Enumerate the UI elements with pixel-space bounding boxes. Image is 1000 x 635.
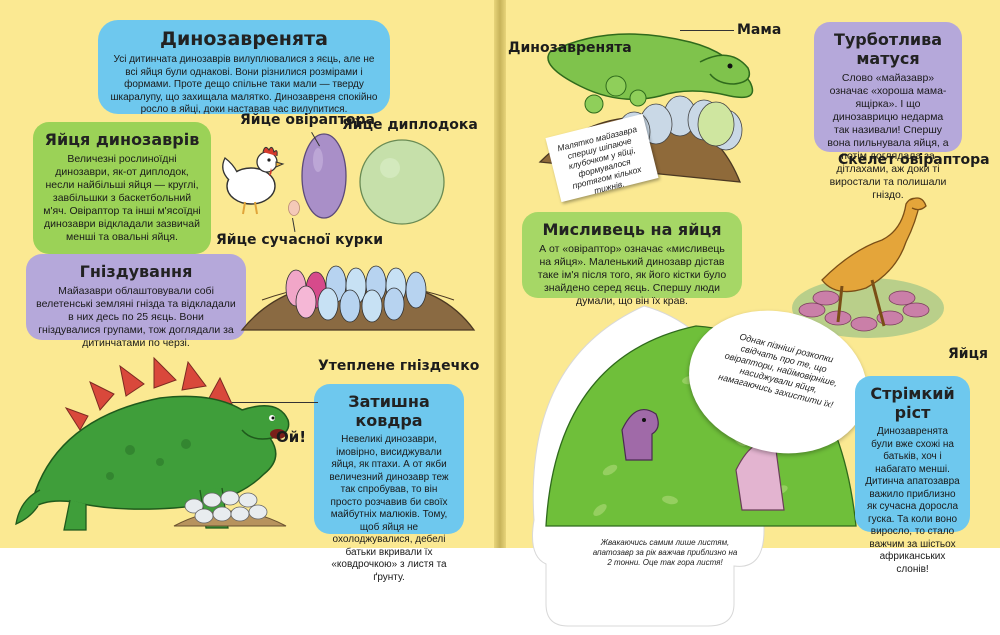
label-oi: Ой! (276, 428, 307, 446)
oviraptor-egg (301, 133, 347, 219)
intro-text: Усі дитинчата динозаврів вилуплювалися з… (110, 54, 378, 115)
nest-illustration (240, 265, 476, 331)
note-nest-text: Малятко майазавра спершу шіпаюче клубочк… (556, 123, 643, 196)
hunter-text: А от «овіраптор» означає «мисливець на я… (537, 243, 727, 307)
blanket-text: Невеликі динозаври, імовірно, висиджувал… (329, 434, 449, 583)
chicken-egg (288, 200, 300, 216)
label-oviraptor-egg: Яйце овіраптора (240, 112, 375, 128)
label-warm-nest: Утеплене гніздечко (318, 358, 480, 374)
hunter-title: Мисливець на яйця (542, 220, 722, 239)
label-mama: Мама (737, 22, 782, 38)
eggs-text: Величезні рослиноїдні динозаври, як-от д… (43, 153, 201, 243)
intro-box: Динозавренята Усі дитинчата динозаврів в… (98, 20, 390, 115)
growth-box: Стрімкий ріст Динозавренята були вже схо… (855, 376, 970, 575)
label-chicken-egg: Яйце сучасної курки (216, 232, 384, 248)
blanket-nest (173, 490, 287, 527)
eggs-title: Яйця динозаврів (44, 130, 200, 149)
caring-mom-text: Слово «майазавр» означає «хороша мама-ящ… (827, 72, 949, 201)
diplodocus-egg (359, 139, 445, 225)
leader-mama (680, 30, 734, 32)
nesting-title: Гніздування (79, 262, 193, 281)
label-diplodocus-egg: Яйце диплодока (342, 117, 478, 133)
eggs-box: Яйця динозаврів Величезні рослиноїдні ди… (33, 122, 211, 254)
nesting-text: Майазаври облаштовували собі велетенські… (36, 285, 236, 349)
leader-blanket (232, 402, 318, 404)
growth-text: Динозавренята були вже схожі на батьків,… (865, 426, 960, 575)
caring-mom-box: Турботлива матуся Слово «майазавр» означ… (814, 22, 962, 201)
nesting-box: Гніздування Майазаври облаштовували собі… (26, 254, 246, 349)
hunter-box: Мисливець на яйця А от «овіраптор» означ… (522, 212, 742, 307)
caring-mom-title: Турботлива матуся (833, 30, 943, 68)
label-baby-dinos: Динозавренята (508, 40, 632, 56)
label-eggs-right: Яйця (948, 346, 988, 362)
intro-title: Динозавренята (160, 28, 328, 50)
chicken-illustration (222, 146, 285, 215)
growth-title: Стрімкий ріст (870, 384, 955, 422)
oviraptor-skeleton-illustration (792, 197, 944, 338)
book-gutter (494, 0, 506, 548)
blanket-title: Затишна ковдра (348, 392, 430, 430)
note-bottom-text: Жвакаючись самим лише листям, апатозавр … (592, 538, 738, 567)
blanket-box: Затишна ковдра Невеликі динозаври, імові… (314, 384, 464, 583)
note-flap-text: Однак пізніші розкопки свідчать про те, … (717, 331, 839, 410)
note-bottom: Жвакаючись самим лише листям, апатозавр … (590, 538, 740, 594)
label-skeleton: Скелет овіраптора (838, 152, 990, 168)
